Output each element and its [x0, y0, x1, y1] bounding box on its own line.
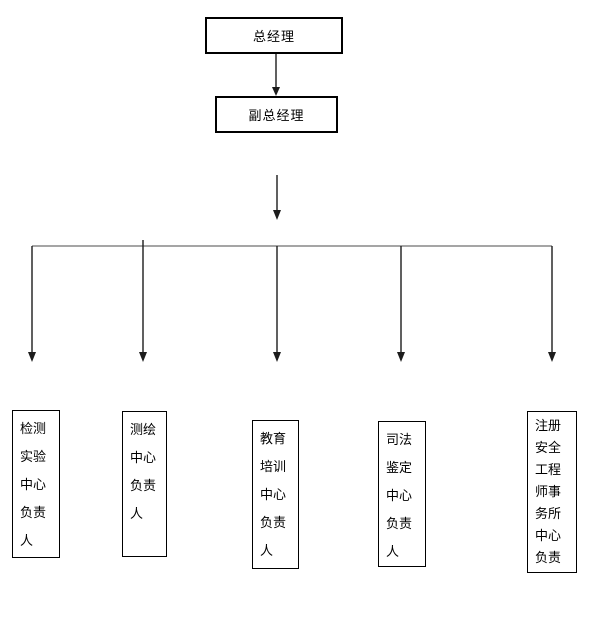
- arrow-gm-to-dgm: [272, 54, 280, 96]
- arrow-rail-to-judicial-appraisal-center: [397, 246, 405, 362]
- node-safety-engineer-office-center: 注册 安全 工程 师事 务所 中心 负责: [527, 411, 577, 573]
- node-general-manager-label: 总经理: [252, 29, 295, 44]
- node-education-training-center: 教育 培训 中心 负责 人: [252, 420, 299, 569]
- node-deputy-general-manager-label: 副总经理: [248, 108, 305, 123]
- arrow-rail-to-testing-lab-center: [28, 246, 36, 362]
- arrow-dgm-to-rail: [273, 175, 281, 220]
- node-judicial-appraisal-center: 司法 鉴定 中心 负责 人: [378, 421, 426, 567]
- node-general-manager: 总经理: [205, 17, 343, 54]
- arrow-rail-to-education-training-center: [273, 246, 281, 362]
- arrow-rail-to-surveying-center: [139, 240, 147, 362]
- arrow-rail-to-safety-engineer-office-center: [548, 246, 556, 362]
- node-surveying-center: 测绘 中心 负责 人: [122, 411, 167, 557]
- node-deputy-general-manager: 副总经理: [215, 96, 338, 133]
- node-testing-lab-center: 检测 实验 中心 负责 人: [12, 410, 60, 558]
